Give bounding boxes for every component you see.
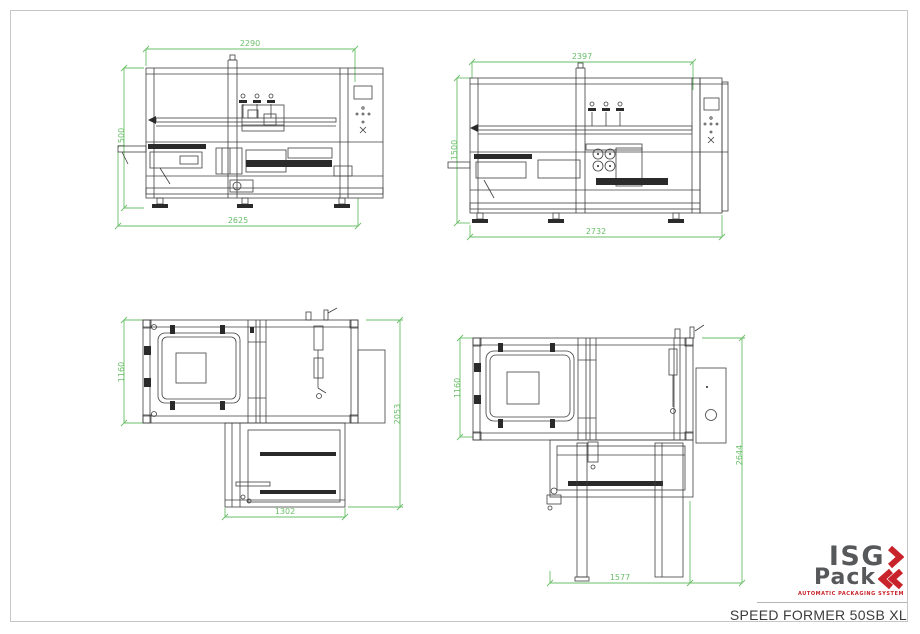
side-b-dimensions: 2397 1500 2732 [450,52,726,241]
plan-b-machine-art [472,324,727,582]
title-block: ISG Pack AUTOMATIC PACKAGING SYSTEM SPEE… [730,540,907,623]
dimension-label-side-a-bottom: 2625 [228,216,248,225]
dimension-label-side-b-left: 1500 [450,140,459,160]
dimension-label-side-b-bottom: 2732 [586,227,606,236]
dimension-label-plan-a-bottom: 1302 [275,507,295,516]
plan-a-dimensions: 1160 2053 1302 [117,316,404,521]
plan-a-machine-art [142,307,386,508]
logo-text-isg: ISG [828,540,885,572]
chevron-double-left-icon [878,569,903,589]
dimension-label-plan-b-left: 1160 [453,378,462,398]
side-elevation-b: 2397 1500 2732 [447,52,729,241]
logo-row-pack: Pack [813,565,904,591]
side-a-machine-art [117,54,384,208]
plan-view-b: 1160 2644 1577 [453,324,746,587]
plan-view-a: 1160 2053 1302 [117,307,404,521]
title-separator-line [757,602,907,603]
side-elevation-a: 2290 1500 2625 [114,39,384,230]
dimension-label-plan-b-right: 2644 [735,445,744,465]
isg-pack-logo: ISG Pack AUTOMATIC PACKAGING SYSTEM [798,540,907,597]
plan-b-dimensions: 1160 2644 1577 [453,334,746,587]
logo-row-isg: ISG [828,540,904,572]
sheet-title: SPEED FORMER 50SB XL [729,607,907,623]
side-b-machine-art [447,62,729,223]
dimension-label-side-b-top: 2397 [572,52,592,61]
dimension-label-plan-a-left: 1160 [117,362,126,382]
side-a-control-panel [353,85,373,134]
side-a-dimensions: 2290 1500 2625 [114,39,362,230]
logo-tagline: AUTOMATIC PACKAGING SYSTEM [798,591,904,597]
logo-text-pack: Pack [813,565,876,591]
dimension-label-side-a-top: 2290 [240,39,260,48]
side-b-control-panel [703,97,720,144]
dimension-label-plan-b-bottom: 1577 [610,573,630,582]
dimension-label-plan-a-right: 2053 [393,404,402,424]
chevron-right-icon [887,545,904,569]
dimension-label-side-a-left: 1500 [117,128,126,148]
